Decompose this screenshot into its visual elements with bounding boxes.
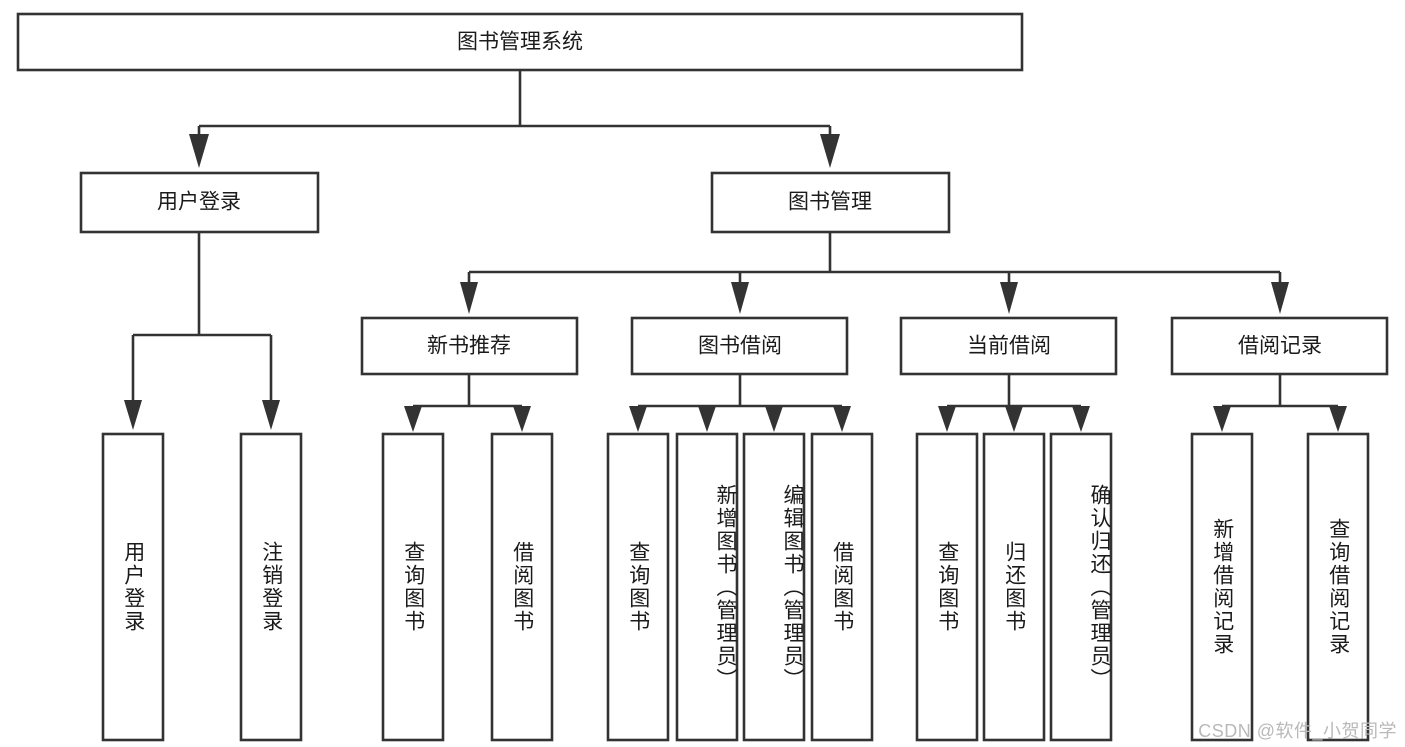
leaf-user-login-box[interactable] — [101, 432, 165, 742]
node-root-label: 图书管理系统 — [457, 31, 583, 54]
arrow-head-book-manage — [820, 134, 840, 168]
connector-group-current-borrow — [938, 374, 1090, 432]
leaf-group-borrow-record — [1190, 432, 1370, 742]
arrow-head-new-book-recommend — [460, 282, 478, 314]
node-book-manage-box[interactable] — [710, 171, 951, 234]
node-book-manage-label: 图书管理 — [788, 191, 872, 214]
leaf-return-book-box[interactable] — [982, 432, 1046, 742]
connector-group-user-login — [124, 232, 280, 430]
node-new-book-recommend[interactable]: 新书推荐 — [360, 316, 579, 376]
leaf-query-book-2-box[interactable] — [606, 432, 670, 742]
arrow-head-user-login — [189, 134, 209, 168]
leaf-confirm-return-box[interactable] — [1049, 432, 1113, 742]
arrow-head-leaf-user-logout — [262, 400, 280, 430]
arrow-head-leaf-return-book — [1005, 406, 1023, 432]
arrow-head-borrow-record — [1271, 282, 1289, 314]
arrow-head-current-borrow — [1000, 282, 1018, 314]
arrow-head-leaf-add-book — [698, 406, 716, 432]
arrow-head-leaf-edit-book — [765, 406, 783, 432]
node-current-borrow-box[interactable] — [899, 316, 1118, 376]
node-root[interactable]: 图书管理系统 — [16, 12, 1024, 72]
leaf-add-record-box[interactable] — [1190, 432, 1254, 742]
arrow-head-leaf-query-record — [1329, 406, 1347, 432]
node-new-book-recommend-box[interactable] — [360, 316, 579, 376]
arrow-head-leaf-confirm-return — [1072, 406, 1090, 432]
arrow-head-leaf-query-book-1 — [404, 406, 422, 432]
node-book-borrow[interactable]: 图书借阅 — [630, 316, 849, 376]
node-book-manage[interactable]: 图书管理 — [710, 171, 951, 234]
node-user-login[interactable]: 用户登录 — [79, 171, 320, 234]
node-root-box[interactable] — [16, 12, 1024, 72]
arrow-head-leaf-query-book-3 — [938, 406, 956, 432]
node-borrow-record[interactable]: 借阅记录 — [1170, 316, 1389, 376]
node-user-login-box[interactable] — [79, 171, 320, 234]
leaf-borrow-book-2-box[interactable] — [810, 432, 874, 742]
leaf-query-book-3-box[interactable] — [915, 432, 979, 742]
arrow-head-leaf-borrow-book-2 — [833, 406, 851, 432]
leaf-user-logout-box[interactable] — [239, 432, 303, 742]
leaf-group-current-borrow — [915, 432, 1113, 742]
connector-group-borrow-record — [1213, 374, 1347, 432]
leaf-group-new-book-recommend — [381, 432, 554, 742]
node-borrow-record-box[interactable] — [1170, 316, 1389, 376]
arrow-head-book-borrow — [731, 282, 749, 314]
csdn-watermark: CSDN @软件_小贺同学 — [1198, 721, 1397, 741]
connector-group-root — [189, 70, 840, 168]
leaf-group-book-borrow — [606, 432, 874, 742]
node-borrow-record-label: 借阅记录 — [1238, 335, 1322, 358]
node-book-borrow-label: 图书借阅 — [698, 335, 782, 358]
arrow-head-leaf-user-login — [124, 400, 142, 430]
leaf-query-record-box[interactable] — [1306, 432, 1370, 742]
arrow-head-leaf-borrow-book-1 — [513, 406, 531, 432]
leaf-add-book-box[interactable] — [675, 432, 739, 742]
connector-group-book-manage — [460, 232, 1289, 314]
node-user-login-label: 用户登录 — [157, 191, 241, 214]
connector-group-new-book-recommend — [404, 374, 531, 432]
node-current-borrow[interactable]: 当前借阅 — [899, 316, 1118, 376]
leaf-borrow-book-1-box[interactable] — [490, 432, 554, 742]
node-current-borrow-label: 当前借阅 — [967, 335, 1051, 358]
connector-group-book-borrow — [629, 374, 851, 432]
leaf-query-book-1-box[interactable] — [381, 432, 445, 742]
leaf-edit-book-box[interactable] — [742, 432, 806, 742]
arrow-head-leaf-query-book-2 — [629, 406, 647, 432]
arrow-head-leaf-add-record — [1213, 406, 1231, 432]
node-book-borrow-box[interactable] — [630, 316, 849, 376]
leaf-group-user-login — [101, 432, 303, 742]
node-new-book-recommend-label: 新书推荐 — [427, 335, 511, 358]
